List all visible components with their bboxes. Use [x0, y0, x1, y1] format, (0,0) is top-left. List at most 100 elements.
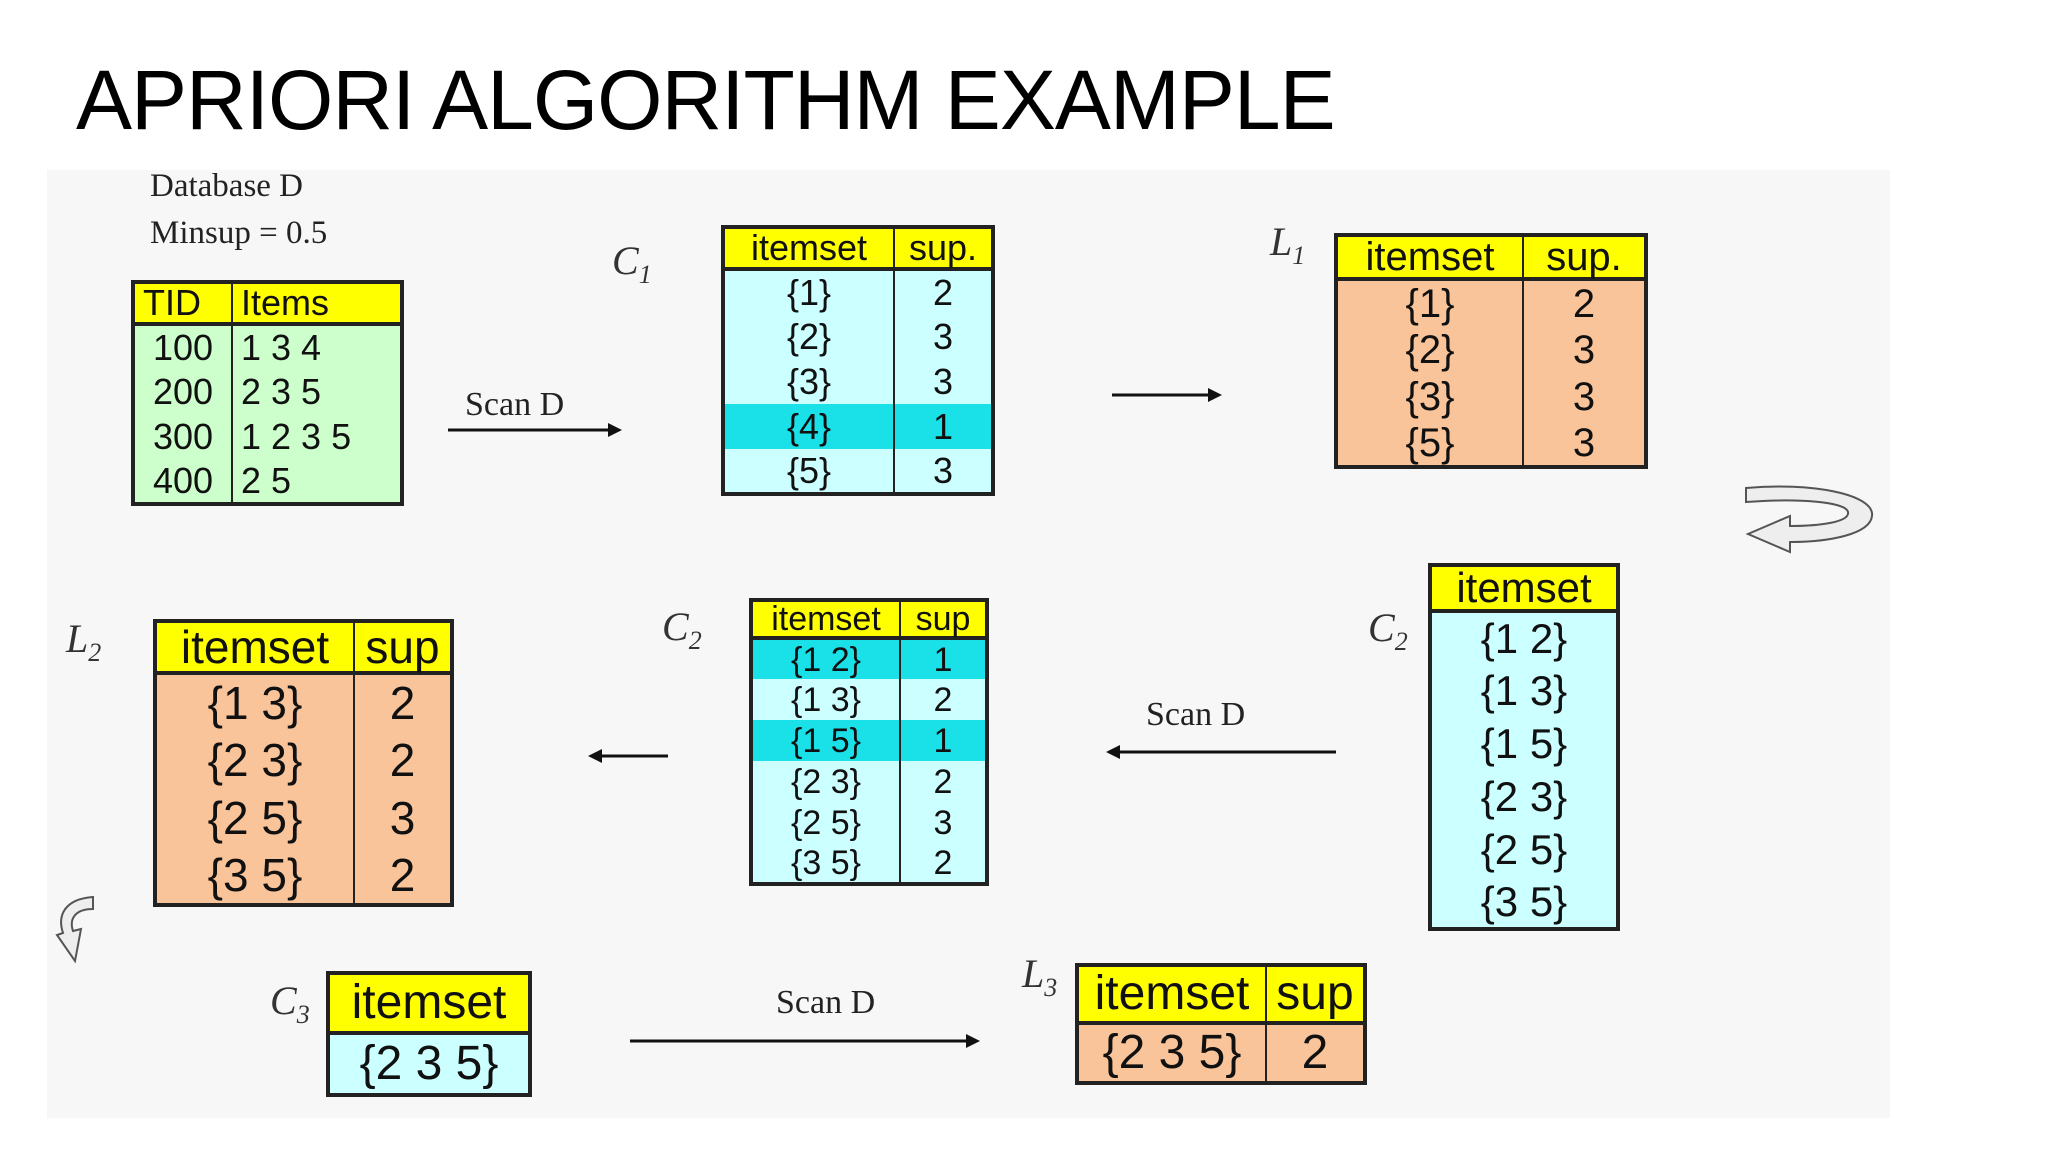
c2-sup: 2	[899, 679, 988, 720]
c3-header: itemset	[327, 973, 531, 1035]
right-arrow-icon	[1112, 388, 1222, 402]
scan-label-3: Scan D	[776, 984, 876, 1021]
database-name: Database D	[150, 168, 304, 204]
l1-header-itemset: itemset	[1335, 235, 1524, 281]
l1-itemset: {5}	[1335, 420, 1524, 467]
db-tid: 400	[132, 459, 233, 504]
db-items: 2 5	[231, 459, 403, 504]
l1-label: L1	[1270, 219, 1306, 270]
c1-header-itemset: itemset	[722, 227, 895, 271]
l1-sup: 3	[1522, 326, 1647, 373]
db-header-tid: TID	[132, 282, 233, 326]
l3-header-itemset: itemset	[1076, 965, 1267, 1025]
table-row-infrequent: {4}1	[722, 404, 994, 449]
c3-itemset: {2 3 5}	[327, 1033, 531, 1095]
c1-table: itemset sup. {1}2 {2}3 {3}3 {4}1 {5}3	[721, 225, 995, 496]
table-row: {2 5}3	[750, 802, 988, 843]
table-row: {2 3}2	[750, 761, 988, 802]
table-row: {2 3}	[1429, 770, 1619, 823]
right-arrow-icon	[630, 1034, 980, 1048]
c2-candidate-itemset: {2 5}	[1429, 823, 1619, 876]
l2-label: L2	[66, 616, 102, 667]
db-items: 2 3 5	[231, 369, 403, 414]
db-items: 1 3 4	[231, 324, 403, 369]
db-tid: 100	[132, 324, 233, 369]
table-row: {2 3 5}	[327, 1033, 531, 1095]
c2-candidate-itemset: {1 2}	[1429, 611, 1619, 664]
c2-sup: 2	[899, 761, 988, 802]
l2-sup: 2	[353, 847, 453, 905]
c3-table: itemset {2 3 5}	[326, 971, 532, 1097]
c2-sup: 2	[899, 843, 988, 884]
c1-itemset: {4}	[722, 404, 895, 449]
c1-sup: 3	[893, 359, 994, 404]
l2-sup: 3	[353, 789, 453, 847]
c1-sup: 2	[893, 269, 994, 314]
l1-sup: 3	[1522, 373, 1647, 420]
c2-candidate-itemset: {2 3}	[1429, 770, 1619, 823]
l2-sup: 2	[353, 673, 453, 731]
l2-header-itemset: itemset	[154, 621, 355, 675]
scan-label-1: Scan D	[465, 386, 565, 423]
table-row-infrequent: {1 5}1	[750, 720, 988, 761]
table-row: {2}3	[722, 314, 994, 359]
l1-table: itemset sup. {1}2 {2}3 {3}3 {5}3	[1334, 233, 1648, 469]
l3-label: L3	[1022, 951, 1058, 1002]
curved-arrow-icon	[1745, 485, 1874, 554]
c1-itemset: {5}	[722, 449, 895, 494]
c1-header-sup: sup.	[893, 227, 994, 271]
l3-header-sup: sup	[1265, 965, 1366, 1025]
table-row: {3 5}	[1429, 876, 1619, 929]
table-row: {3 5}2	[154, 847, 453, 905]
c2-itemset: {1 2}	[750, 638, 901, 679]
table-row: {2 3 5}2	[1076, 1023, 1366, 1083]
c2-sup: 3	[899, 802, 988, 843]
c2-itemset: {2 5}	[750, 802, 901, 843]
table-row: {1}2	[722, 269, 994, 314]
c2-counts-label: C2	[662, 604, 702, 655]
l3-table: itemset sup {2 3 5}2	[1075, 963, 1367, 1085]
l1-itemset: {3}	[1335, 373, 1524, 420]
db-items: 1 2 3 5	[231, 414, 403, 459]
table-row: {3}3	[722, 359, 994, 404]
c2-sup: 1	[899, 638, 988, 679]
c2-candidate-itemset: {1 5}	[1429, 717, 1619, 770]
c2-sup: 1	[899, 720, 988, 761]
c1-label: C1	[612, 238, 652, 289]
scan-label-2: Scan D	[1146, 696, 1246, 733]
table-row: {1 3}2	[154, 673, 453, 731]
l3-itemset: {2 3 5}	[1076, 1023, 1267, 1083]
l2-header-sup: sup	[353, 621, 453, 675]
c2-counts-table: itemset sup {1 2}1 {1 3}2 {1 5}1 {2 3}2 …	[749, 598, 989, 886]
c2-candidate-itemset: {3 5}	[1429, 876, 1619, 929]
c1-itemset: {1}	[722, 269, 895, 314]
c1-itemset: {3}	[722, 359, 895, 404]
c3-label: C3	[270, 978, 310, 1029]
table-row: {2 5}	[1429, 823, 1619, 876]
l1-sup: 2	[1522, 279, 1647, 326]
db-header-items: Items	[231, 282, 403, 326]
table-row: {3 5}2	[750, 843, 988, 884]
l1-itemset: {2}	[1335, 326, 1524, 373]
c2-itemset: {3 5}	[750, 843, 901, 884]
l1-itemset: {1}	[1335, 279, 1524, 326]
table-row: {2 5}3	[154, 789, 453, 847]
table-row: {1 3}2	[750, 679, 988, 720]
l1-sup: 3	[1522, 420, 1647, 467]
table-row: {2 3}2	[154, 731, 453, 789]
c2-itemset: {2 3}	[750, 761, 901, 802]
table-row: {5}3	[1335, 420, 1647, 467]
table-row: {3}3	[1335, 373, 1647, 420]
l2-itemset: {2 3}	[154, 731, 355, 789]
minsup-label: Minsup = 0.5	[150, 215, 328, 251]
c2-candidates-label: C2	[1368, 605, 1408, 656]
c1-sup: 3	[893, 449, 994, 494]
curved-arrow-icon	[55, 895, 94, 964]
c2-candidates-header: itemset	[1429, 565, 1619, 613]
db-tid: 300	[132, 414, 233, 459]
